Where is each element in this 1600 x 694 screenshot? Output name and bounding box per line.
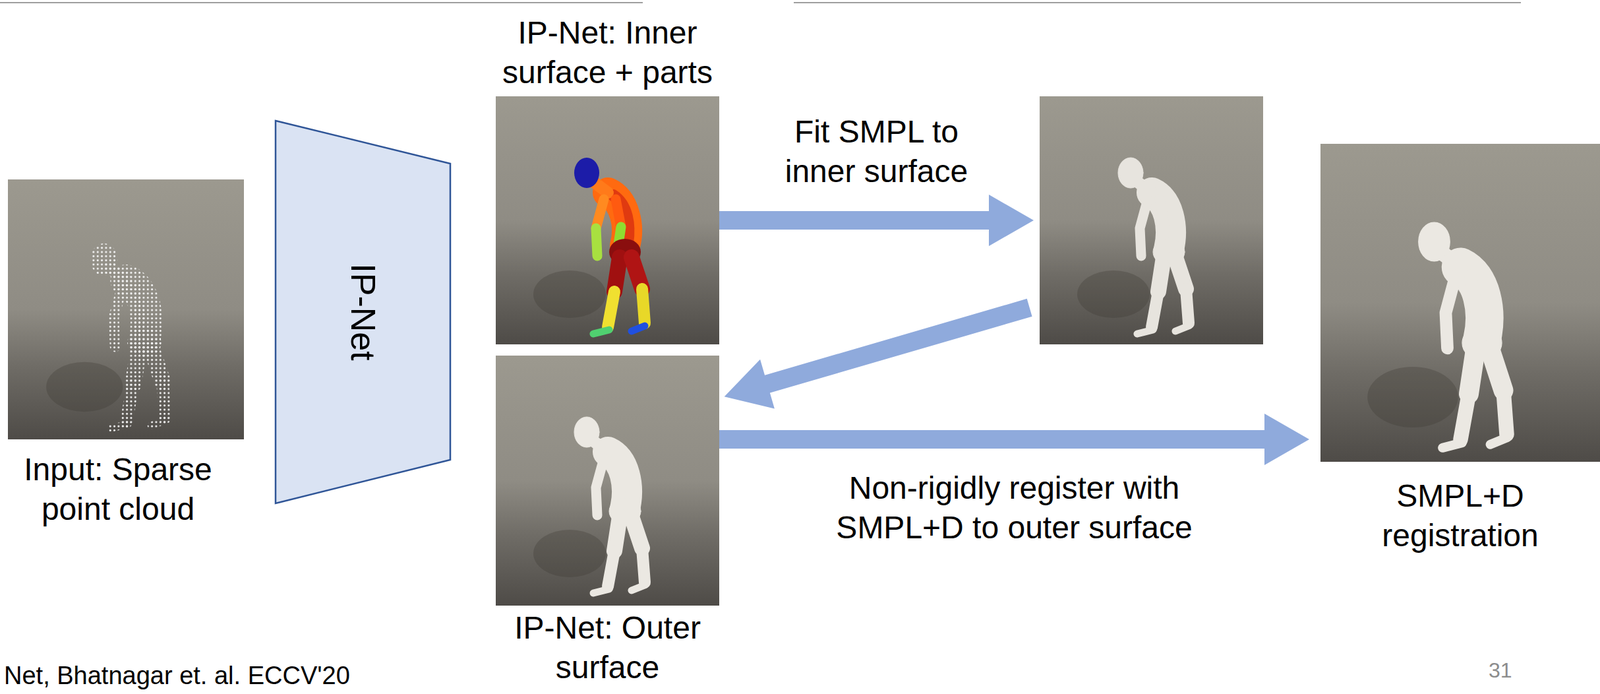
rule-line (0, 1, 643, 4)
registration-render (1320, 143, 1600, 462)
image-panel: IP-Net: Inner surface + parts (495, 96, 720, 345)
image-panel: IP-Net: Outer surface (495, 355, 720, 606)
text-holder: Fit SMPL to inner surface (758, 112, 996, 192)
text-holder: Net, Bhatnagar et. al. ECCV'20 (3, 660, 351, 690)
panel-caption: IP-Net: Inner surface + parts (469, 13, 747, 93)
image-panel (1039, 96, 1264, 345)
flow-arrow (724, 298, 1033, 409)
text-holder: SMPL+D registration (1341, 475, 1579, 556)
text-holder: IP-Net (275, 120, 451, 504)
outer-surface-render (495, 355, 720, 606)
parts-render (495, 96, 720, 345)
panel-caption: IP-Net: Outer surface (469, 607, 747, 687)
edge-label: Fit SMPL to inner surface (758, 112, 996, 192)
panel-caption: Input: Sparse point cloud (5, 449, 231, 529)
flow-arrow (719, 194, 1034, 246)
network-trapezoid: IP-Net (275, 120, 451, 504)
citation-note: Net, Bhatnagar et. al. ECCV'20 (3, 660, 351, 690)
panel-caption: SMPL+D registration (1341, 475, 1579, 556)
point-cloud-render (7, 179, 244, 440)
edge-label: Non-rigidly register with SMPL+D to oute… (803, 468, 1226, 548)
text-holder: 31 (1488, 656, 1513, 683)
flow-arrow (719, 413, 1310, 465)
image-panel: Input: Sparse point cloud (7, 179, 244, 440)
text-holder: Input: Sparse point cloud (5, 449, 231, 529)
rule-line (793, 1, 1521, 4)
trapezoid-shape (275, 120, 451, 504)
smpl-render (1039, 96, 1264, 345)
text-holder: IP-Net: Outer surface (469, 607, 747, 687)
page-number: 31 (1488, 656, 1513, 683)
image-panel: SMPL+D registration (1320, 143, 1600, 462)
network-name: IP-Net (343, 263, 384, 360)
text-holder: Non-rigidly register with SMPL+D to oute… (803, 468, 1226, 548)
text-holder: IP-Net: Inner surface + parts (469, 13, 747, 93)
